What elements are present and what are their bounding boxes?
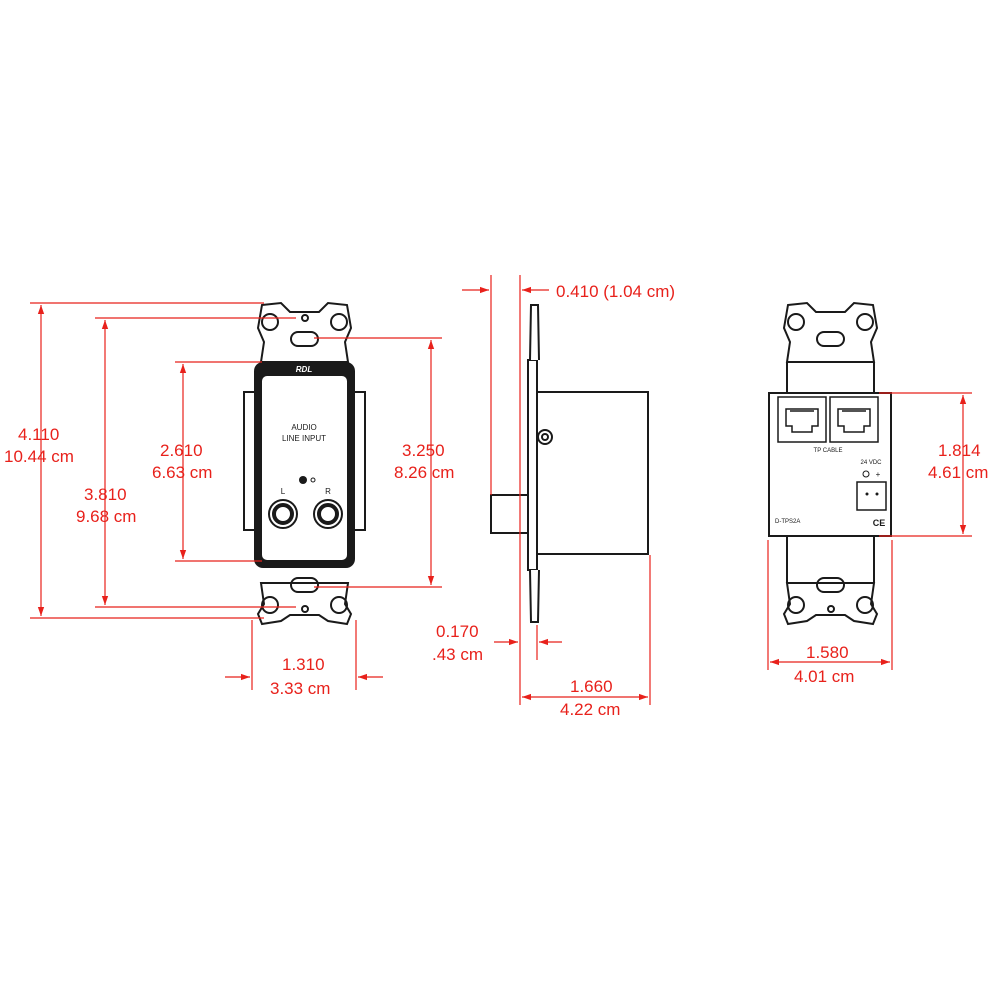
back-panel-text: TP CABLE 24 VDC + D-TPS2A CE (775, 448, 885, 528)
rj45-jack-left (777, 396, 827, 443)
back-bottom-right-hole (856, 596, 874, 614)
side-ground-screw (537, 429, 553, 445)
panel-height-inches: 3.250 (402, 441, 445, 460)
front-bottom-right-hole (330, 596, 348, 614)
terminal-pin-1 (865, 492, 869, 496)
front-bottom-left-hole (261, 596, 279, 614)
hole-spacing-cm: 9.68 cm (76, 507, 136, 526)
polarity-label: + (876, 470, 881, 479)
front-panel-face (262, 376, 347, 560)
overall-height-inches: 4.110 (18, 425, 59, 444)
panel-title-line1: AUDIO (291, 423, 316, 432)
jack-left (268, 499, 298, 529)
panel-title-line2: LINE INPUT (282, 434, 326, 443)
panel-width-inches: 1.310 (282, 655, 325, 674)
back-top-left-hole (787, 313, 805, 331)
side-knob (490, 494, 529, 534)
back-mounting-strap (782, 301, 879, 626)
jack-right (313, 499, 343, 529)
ce-mark: CE (873, 518, 886, 528)
side-strap-bottom (529, 569, 540, 623)
front-bottom-slot (290, 577, 319, 593)
overall-height-cm: 10.44 cm (4, 447, 74, 466)
knob-depth-label: 0.410 (1.04 cm) (556, 282, 675, 301)
body-depth-inches: 1.660 (570, 677, 613, 696)
plate-thickness-inches: 0.170 (436, 622, 479, 641)
window-height-inches: 2.610 (160, 441, 203, 460)
jack-right-label: R (325, 487, 331, 496)
panel-height-cm: 8.26 cm (394, 463, 454, 482)
brand-logo: RDL (296, 365, 313, 374)
plate-thickness-cm: .43 cm (432, 645, 483, 664)
back-view (768, 301, 892, 626)
side-plate (527, 359, 538, 571)
ground-symbol-icon (862, 470, 870, 478)
front-view (243, 301, 366, 626)
front-panel-text: RDL AUDIO LINE INPUT L R (281, 365, 331, 496)
body-depth-cm: 4.22 cm (560, 700, 620, 719)
rj45-jack-right (829, 396, 879, 443)
window-height-cm: 6.63 cm (152, 463, 212, 482)
rear-width-inches: 1.580 (806, 643, 849, 662)
front-mounting-strap (256, 301, 353, 626)
front-top-left-hole (261, 313, 279, 331)
rear-width-cm: 4.01 cm (794, 667, 854, 686)
jack-left-label: L (281, 487, 286, 496)
hole-spacing-inches: 3.810 (84, 485, 127, 504)
back-bottom-left-hole (787, 596, 805, 614)
power-label: 24 VDC (860, 460, 882, 466)
rear-height-inches: 1.814 (938, 441, 981, 460)
side-ground-screw-inner (541, 433, 549, 441)
dimension-labels: 4.110 10.44 cm 3.810 9.68 cm 2.610 6.63 … (4, 282, 988, 719)
front-bottom-small-hole (301, 605, 309, 613)
panel-width-cm: 3.33 cm (270, 679, 330, 698)
model-label: D-TPS2A (775, 519, 800, 525)
side-body (536, 391, 649, 555)
front-top-slot (290, 331, 319, 347)
indicator-led (299, 476, 307, 484)
front-top-small-hole (301, 314, 309, 322)
side-strap-top (529, 304, 540, 361)
back-top-right-hole (856, 313, 874, 331)
back-bottom-small-hole (827, 605, 835, 613)
dimension-lines (30, 275, 972, 705)
tp-cable-label: TP CABLE (814, 448, 843, 454)
terminal-pin-2 (875, 492, 879, 496)
back-top-slot (816, 331, 845, 347)
rear-height-cm: 4.61 cm (928, 463, 988, 482)
front-top-right-hole (330, 313, 348, 331)
side-view (490, 304, 649, 623)
led-symbol-icon (310, 477, 316, 483)
back-bottom-slot (816, 577, 845, 593)
power-terminal (856, 481, 887, 511)
